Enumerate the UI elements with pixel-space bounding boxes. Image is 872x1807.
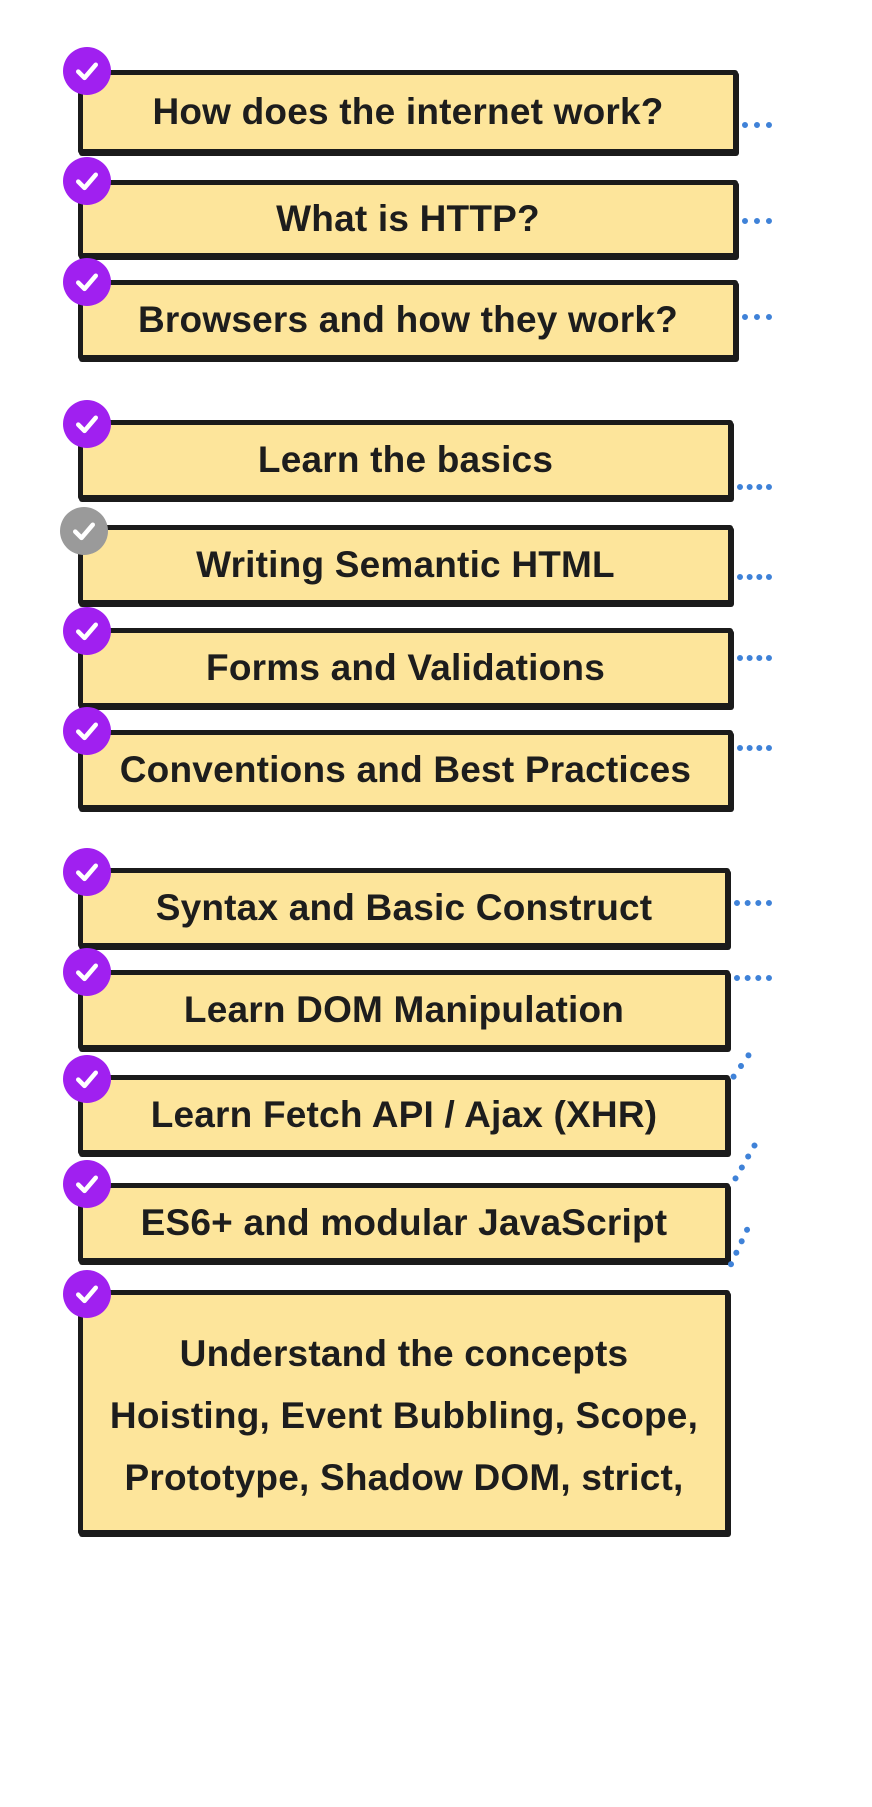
connector-line — [742, 218, 772, 224]
pending-check-icon — [60, 507, 108, 555]
topic-label: ES6+ and modular JavaScript — [140, 1202, 668, 1243]
connector-line — [742, 314, 772, 320]
topic-conventions[interactable]: Conventions and Best Practices — [78, 730, 733, 810]
connector-line — [737, 655, 772, 661]
topic-browsers[interactable]: Browsers and how they work? — [78, 280, 738, 360]
topic-es6-modules[interactable]: ES6+ and modular JavaScript — [78, 1183, 730, 1263]
done-check-icon — [63, 1270, 111, 1318]
topic-label: Forms and Validations — [206, 647, 605, 688]
topic-syntax-construct[interactable]: Syntax and Basic Construct — [78, 868, 730, 948]
topic-label: Learn DOM Manipulation — [183, 989, 625, 1030]
topic-semantic-html[interactable]: Writing Semantic HTML — [78, 525, 733, 605]
connector-line — [726, 1225, 752, 1269]
connector-line — [737, 574, 772, 580]
done-check-icon — [63, 400, 111, 448]
topic-label: How does the internet work? — [152, 91, 664, 132]
done-check-icon — [63, 258, 111, 306]
topic-label: Learn the basics — [257, 439, 554, 480]
connector-line — [734, 975, 772, 981]
connector-line — [729, 1051, 753, 1081]
done-check-icon — [63, 1055, 111, 1103]
topic-fetch-api[interactable]: Learn Fetch API / Ajax (XHR) — [78, 1075, 730, 1155]
connector-line — [737, 745, 772, 751]
topic-learn-basics[interactable]: Learn the basics — [78, 420, 733, 500]
connector-line — [734, 900, 772, 906]
connector-line — [731, 1141, 759, 1183]
topic-label: Browsers and how they work? — [138, 299, 678, 340]
done-check-icon — [63, 607, 111, 655]
topic-what-is-http[interactable]: What is HTTP? — [78, 180, 738, 258]
topic-forms-validations[interactable]: Forms and Validations — [78, 628, 733, 708]
topic-label: Conventions and Best Practices — [119, 749, 692, 790]
topic-label: What is HTTP? — [276, 198, 540, 239]
done-check-icon — [63, 848, 111, 896]
topic-label: Syntax and Basic Construct — [155, 887, 653, 928]
topic-js-concepts[interactable]: Understand the concepts Hoisting, Event … — [78, 1290, 730, 1535]
done-check-icon — [63, 707, 111, 755]
topic-label-line: Understand the concepts — [179, 1332, 629, 1374]
connector-line — [742, 122, 772, 128]
done-check-icon — [63, 948, 111, 996]
topic-label: Learn Fetch API / Ajax (XHR) — [150, 1094, 658, 1135]
connector-line — [737, 484, 772, 490]
done-check-icon — [63, 1160, 111, 1208]
topic-dom-manipulation[interactable]: Learn DOM Manipulation — [78, 970, 730, 1050]
done-check-icon — [63, 47, 111, 95]
topic-label-line: Prototype, Shadow DOM, strict, — [124, 1456, 684, 1498]
topic-label-line: Hoisting, Event Bubbling, Scope, — [109, 1394, 699, 1436]
topic-label: Writing Semantic HTML — [196, 544, 615, 585]
topic-how-internet-works[interactable]: How does the internet work? — [78, 70, 738, 154]
done-check-icon — [63, 157, 111, 205]
